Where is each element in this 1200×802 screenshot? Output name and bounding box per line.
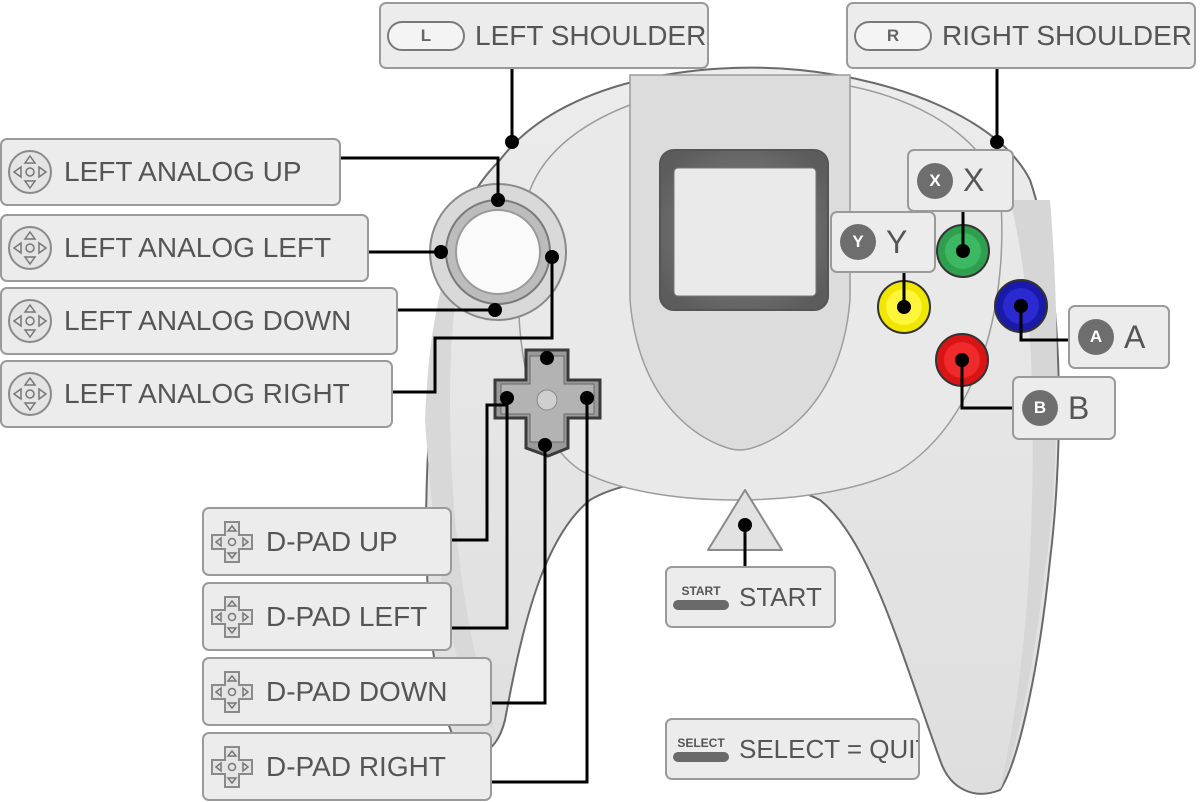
l-badge-icon: L (387, 20, 465, 51)
dpad-arrows-icon (8, 150, 52, 194)
label-left-analog-left: LEFT ANALOG LEFT (0, 214, 369, 282)
dpad[interactable] (493, 348, 602, 458)
r-badge-icon: R (854, 20, 932, 51)
label-dpad-down: D-PAD DOWN (202, 657, 492, 726)
label-start: START START (665, 566, 836, 628)
x-badge-icon: X (917, 162, 953, 199)
label-dpad-down-text: D-PAD DOWN (266, 675, 448, 707)
label-left-analog-down-text: LEFT ANALOG DOWN (64, 305, 352, 336)
select-badge-icon: SELECT (673, 736, 729, 762)
label-start-text: START (739, 581, 822, 612)
label-left-shoulder: L LEFT SHOULDER (379, 2, 709, 69)
label-y-text: Y (886, 223, 908, 260)
label-dpad-left: D-PAD LEFT (202, 582, 452, 651)
label-x-text: X (963, 162, 985, 198)
label-right-shoulder: R RIGHT SHOULDER (846, 2, 1196, 69)
label-left-analog-left-text: LEFT ANALOG LEFT (64, 232, 332, 263)
label-select-text: SELECT = QUIT (739, 733, 920, 764)
label-left-shoulder-text: LEFT SHOULDER (475, 19, 707, 51)
label-left-analog-right-text: LEFT ANALOG RIGHT (64, 378, 350, 409)
label-a: A A (1068, 305, 1170, 369)
a-badge-icon: A (1078, 319, 1114, 355)
dpad-arrows-icon (8, 226, 52, 270)
label-dpad-right-text: D-PAD RIGHT (266, 750, 446, 782)
connector-lines (340, 68, 1068, 784)
y-badge-icon: Y (840, 224, 876, 260)
start-badge-icon: START (673, 584, 729, 610)
dpad-arrows-icon (8, 299, 52, 343)
analog-stick[interactable] (429, 183, 567, 321)
dpad-cross-icon (211, 670, 253, 713)
label-dpad-up: D-PAD UP (202, 507, 452, 576)
dpad-arrows-icon (8, 372, 52, 416)
label-right-shoulder-text: RIGHT SHOULDER (942, 19, 1192, 51)
label-x: X X (907, 149, 1014, 212)
connector-dots (434, 135, 1028, 532)
label-select: SELECT SELECT = QUIT (665, 718, 920, 780)
dpad-cross-icon (211, 520, 253, 563)
label-left-analog-right: LEFT ANALOG RIGHT (0, 360, 393, 428)
vmu-screen (659, 149, 829, 311)
dpad-cross-icon (211, 745, 253, 788)
b-badge-icon: B (1022, 390, 1058, 426)
label-b-text: B (1068, 389, 1090, 426)
label-a-text: A (1124, 318, 1146, 355)
label-dpad-right: D-PAD RIGHT (202, 732, 492, 801)
label-dpad-left-text: D-PAD LEFT (266, 600, 428, 632)
label-left-analog-up: LEFT ANALOG UP (0, 138, 341, 206)
label-y: Y Y (830, 211, 936, 273)
label-left-analog-down: LEFT ANALOG DOWN (0, 287, 398, 355)
label-left-analog-up-text: LEFT ANALOG UP (64, 156, 302, 187)
dpad-cross-icon (211, 595, 253, 638)
label-b: B B (1012, 376, 1116, 440)
label-dpad-up-text: D-PAD UP (266, 525, 398, 557)
